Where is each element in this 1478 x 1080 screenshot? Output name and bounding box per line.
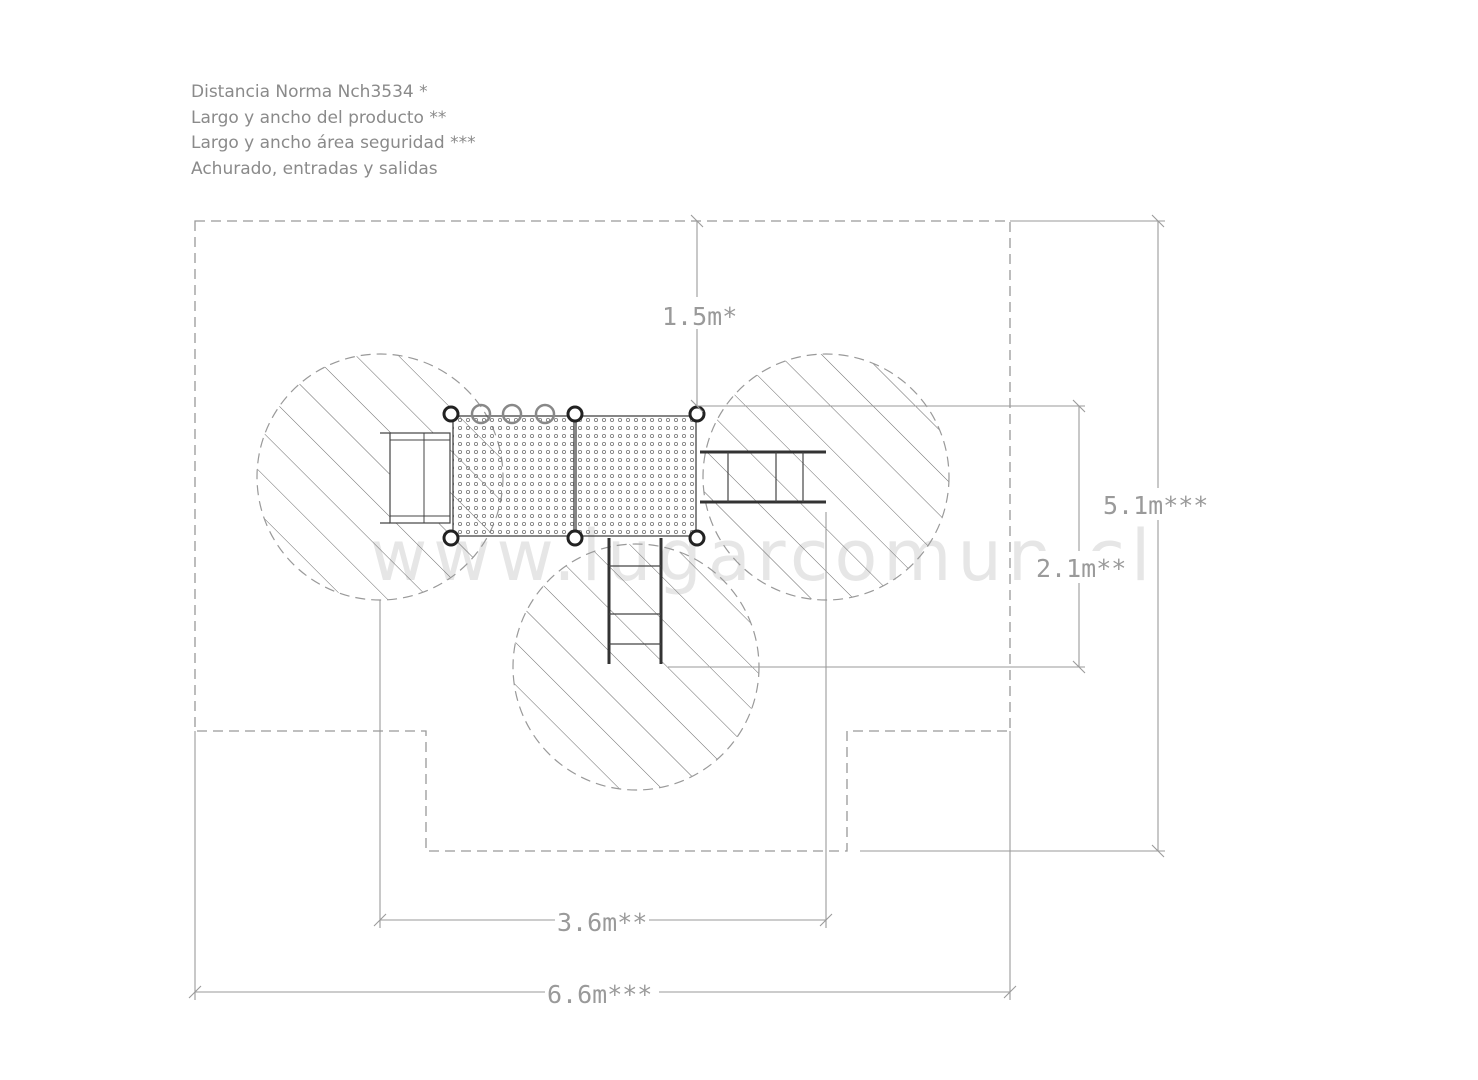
legend-norm-distance: Distancia Norma Nch3534 * xyxy=(191,82,428,102)
ladder-bottom xyxy=(607,538,663,664)
dimension-product-width: 2.1m** xyxy=(1036,554,1126,583)
ladder-right xyxy=(700,450,826,504)
post xyxy=(566,529,584,547)
post xyxy=(442,405,460,423)
platform-left xyxy=(452,415,575,537)
slide xyxy=(380,432,451,524)
platform-right xyxy=(575,415,697,537)
post xyxy=(688,529,706,547)
dimension-safety-width: 5.1m*** xyxy=(1103,491,1208,520)
play-structure xyxy=(380,403,826,664)
safety-area-outline xyxy=(194,220,1011,852)
legend-safety-area: Largo y ancho área seguridad *** xyxy=(191,133,476,153)
legend: Distancia Norma Nch3534 * Largo y ancho … xyxy=(191,80,476,182)
legend-hatching: Achurado, entradas y salidas xyxy=(191,158,438,179)
post xyxy=(688,405,706,423)
dimension-clearance: 1.5m* xyxy=(662,302,737,331)
post xyxy=(566,405,584,423)
post xyxy=(442,529,460,547)
dimension-safety-length: 6.6m*** xyxy=(547,980,652,1009)
dimension-product-length: 3.6m** xyxy=(557,908,647,937)
legend-product-size: Largo y ancho del producto ** xyxy=(191,107,447,128)
